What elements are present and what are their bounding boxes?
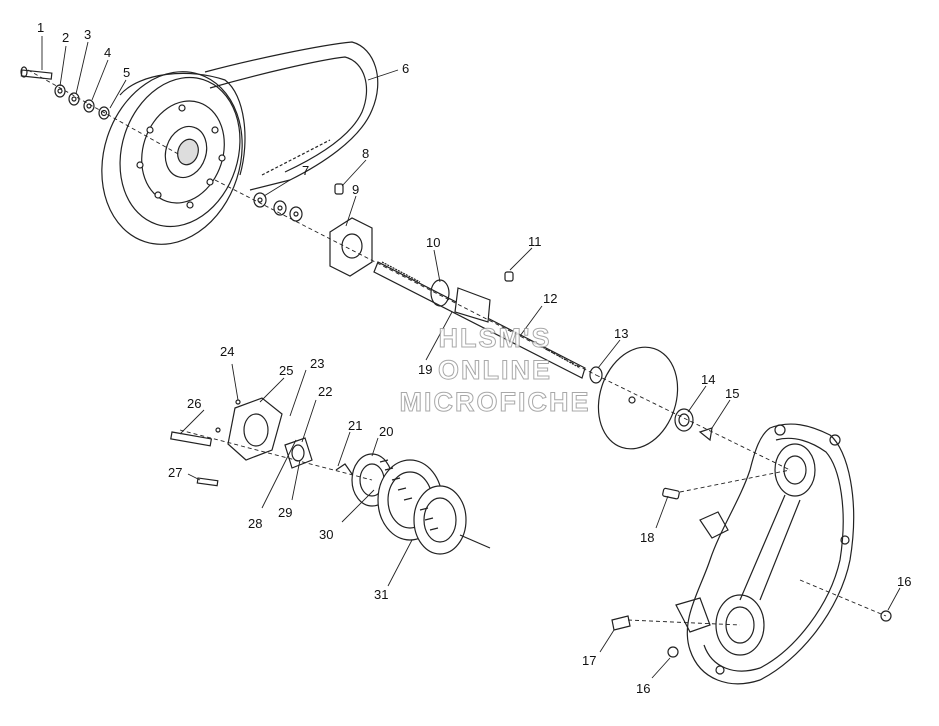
watermark-line-1: HLSM'S (438, 323, 552, 354)
callout-31: 31 (374, 587, 388, 602)
housing-bolts (611, 487, 892, 658)
callout-23: 23 (310, 356, 324, 371)
callout-12: 12 (543, 291, 557, 306)
callout-16-right: 16 (897, 574, 911, 589)
watermark-line-2: ONLINE (437, 355, 552, 386)
hub-hardware (170, 397, 313, 487)
callout-27: 27 (168, 465, 182, 480)
callout-28: 28 (248, 516, 262, 531)
callout-8: 8 (362, 146, 369, 161)
bearing-flange (329, 183, 373, 277)
chaincase-housing (675, 423, 855, 685)
callout-3: 3 (84, 27, 91, 42)
gear-cluster (335, 453, 491, 555)
callout-14: 14 (701, 372, 715, 387)
drive-clutch-assembly (101, 41, 379, 245)
callout-11: 11 (528, 234, 542, 249)
callout-19: 19 (418, 362, 432, 377)
watermark: HLSM'S ONLINE MICROFICHE (330, 322, 660, 418)
watermark-line-3: MICROFICHE (399, 387, 591, 418)
callout-30: 30 (319, 527, 333, 542)
callout-29: 29 (278, 505, 292, 520)
callout-21: 21 (348, 418, 362, 433)
callout-1: 1 (37, 20, 44, 35)
brake-disc-assembly (589, 346, 713, 450)
callout-7: 7 (302, 163, 309, 178)
spacer-washers (253, 192, 303, 222)
callout-26: 26 (187, 396, 201, 411)
driven-shaft (373, 261, 586, 379)
callout-10: 10 (426, 235, 440, 250)
callout-9: 9 (352, 182, 359, 197)
callout-17: 17 (582, 653, 596, 668)
callout-4: 4 (104, 45, 111, 60)
callout-25: 25 (279, 363, 293, 378)
mounting-bolt-hardware (20, 66, 110, 120)
callout-15: 15 (725, 386, 739, 401)
callout-22: 22 (318, 384, 332, 399)
callout-5: 5 (123, 65, 130, 80)
callout-6: 6 (402, 61, 409, 76)
callout-16-bottom: 16 (636, 681, 650, 696)
callout-2: 2 (62, 30, 69, 45)
callout-24: 24 (220, 344, 234, 359)
leader-lines (27, 36, 901, 679)
callout-18: 18 (640, 530, 654, 545)
callout-20: 20 (379, 424, 393, 439)
callout-13: 13 (614, 326, 628, 341)
